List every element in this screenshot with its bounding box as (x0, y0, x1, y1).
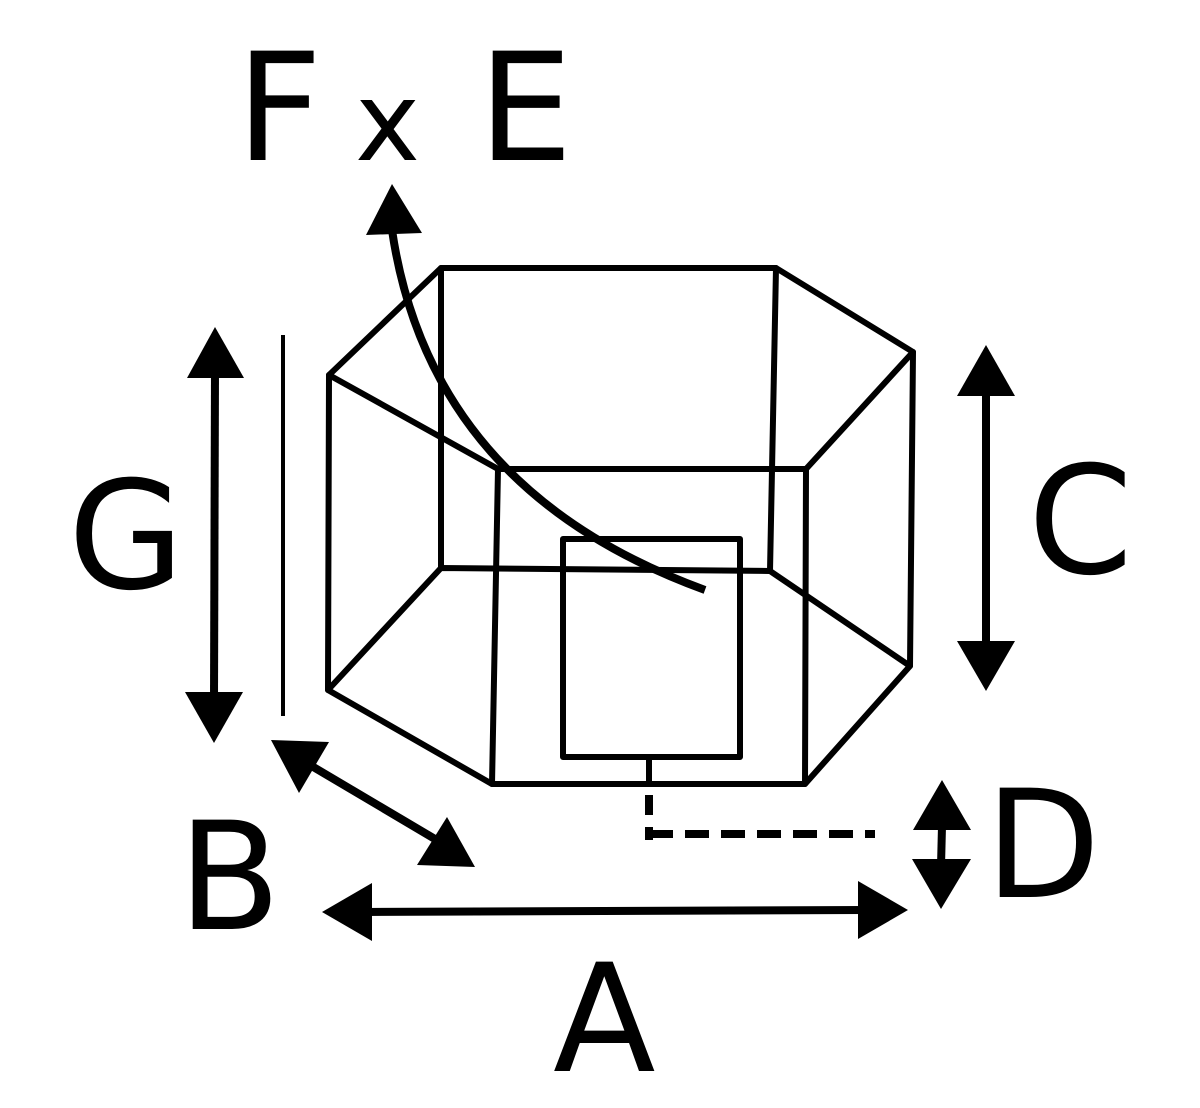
dimension-a (322, 881, 908, 941)
dimension-g (185, 327, 285, 743)
bottom-hexagon (325, 565, 913, 787)
top-hexagon (326, 265, 916, 472)
label-c: C (1028, 435, 1133, 609)
dimension-c (957, 345, 1015, 691)
label-a: A (553, 933, 656, 1107)
hex-prism (325, 265, 916, 787)
label-e: E (478, 22, 573, 196)
label-b: B (178, 791, 281, 965)
label-g: G (68, 450, 184, 624)
dimension-b (271, 740, 475, 867)
dimension-d (645, 780, 971, 909)
label-f: F (236, 22, 322, 196)
label-x: x (355, 58, 420, 186)
rotation-arrow (366, 184, 707, 594)
label-d: D (985, 759, 1101, 933)
